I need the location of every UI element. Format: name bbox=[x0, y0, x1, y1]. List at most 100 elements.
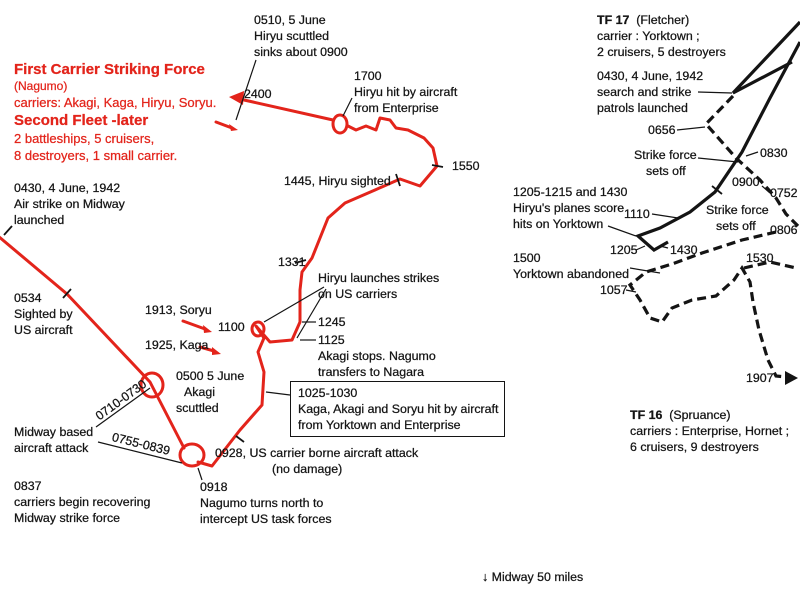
event-text: Yorktown abandoned bbox=[513, 267, 629, 281]
event-time: 1700 bbox=[354, 69, 382, 83]
hiryu-hit-label: 1700 Hiryu hit by aircraft from Enterpri… bbox=[354, 68, 458, 116]
second-fleet-title: Second Fleet -later bbox=[14, 112, 149, 129]
event-text: Akagi bbox=[184, 385, 215, 399]
force-commander: (Nagumo) bbox=[14, 79, 68, 93]
event-text: Midway based bbox=[14, 425, 94, 439]
label-connectors-us bbox=[607, 91, 771, 293]
tf17-composition: 2 cruisers, 5 destroyers bbox=[597, 45, 726, 59]
track-loop bbox=[250, 320, 266, 338]
japanese-force-track bbox=[0, 91, 439, 468]
tf17-strike-label: Strike force sets off bbox=[634, 147, 697, 179]
track-loop bbox=[178, 442, 206, 468]
event-time: 0918 bbox=[200, 480, 228, 494]
carriers-hit-callout-box bbox=[290, 381, 505, 437]
tf16-name: TF 16 bbox=[630, 408, 663, 422]
event-text: Strike force bbox=[706, 203, 769, 217]
event-text: 0928, US carrier borne aircraft attack bbox=[215, 446, 419, 460]
down-arrow-icon: ↓ bbox=[482, 570, 489, 584]
event-text: patrols launched bbox=[597, 101, 688, 115]
midway-strike-label: 0430, 4 June, 1942 Air strike on Midway … bbox=[14, 180, 125, 228]
event-time: 1025-1030 bbox=[298, 386, 358, 400]
yorktown-abandoned-label: 1500 Yorktown abandoned bbox=[513, 250, 629, 282]
event-text: on US carriers bbox=[318, 287, 398, 301]
time-label: 1430 bbox=[670, 243, 698, 257]
track-ticks bbox=[3, 164, 444, 443]
akagi-scuttled-label: 0500 5 June Akagi scuttled bbox=[176, 368, 244, 416]
time-label: 1550 bbox=[452, 159, 480, 173]
event-text: Hiryu's planes score bbox=[513, 201, 625, 215]
event-time: 0510, 5 June bbox=[254, 13, 326, 27]
tf16-legend: TF 16 (Spruance) carriers : Enterprise, … bbox=[630, 407, 789, 455]
event-text: hits on Yorktown bbox=[513, 217, 604, 231]
event-text: Kaga, Akagi and Soryu hit by aircraft bbox=[298, 402, 499, 416]
time-label: 1110 bbox=[624, 207, 650, 221]
tf17-legend: TF 17 (Fletcher) carrier : Yorktown ; 2 … bbox=[597, 12, 726, 60]
sinking-arrow bbox=[212, 347, 221, 355]
event-text: Nagumo turns north to bbox=[200, 496, 324, 510]
event-text: US aircraft bbox=[14, 323, 73, 337]
event-text: Midway strike force bbox=[14, 511, 121, 525]
us-carrier-attack-label: 0928, US carrier borne aircraft attack (… bbox=[215, 445, 418, 477]
recovering-label: 0837 carriers begin recovering Midway st… bbox=[14, 478, 151, 526]
force-carriers: carriers: Akagi, Kaga, Hiryu, Soryu. bbox=[14, 95, 217, 110]
time-label: 2400 bbox=[244, 87, 272, 101]
event-text: sets off bbox=[646, 164, 686, 178]
midway-attack-label: Midway based aircraft attack bbox=[14, 424, 93, 456]
carriers-hit-label: 1025-1030 Kaga, Akagi and Soryu hit by a… bbox=[298, 385, 499, 433]
yorktown-hits-label: 1205-1215 and 1430 Hiryu's planes score … bbox=[513, 184, 628, 232]
midway-distance-text: Midway 50 miles bbox=[491, 570, 584, 584]
midway-direction-note: ↓ Midway 50 miles bbox=[482, 569, 584, 585]
event-text: Hiryu launches strikes bbox=[318, 271, 440, 285]
second-fleet-composition: 2 battleships, 5 cruisers, bbox=[14, 131, 155, 146]
time-label: 0656 bbox=[648, 123, 676, 137]
event-text: Akagi stops. Nagumo bbox=[318, 349, 436, 363]
tf16-composition: carriers : Enterprise, Hornet ; bbox=[630, 424, 790, 438]
event-text: Hiryu scuttled bbox=[254, 29, 330, 43]
sighted-label: 0534 Sighted by US aircraft bbox=[14, 290, 73, 338]
event-text: carriers begin recovering bbox=[14, 495, 151, 509]
tf16-composition: 6 cruisers, 9 destroyers bbox=[630, 440, 759, 454]
event-time: 0430, 4 June, 1942 bbox=[597, 69, 704, 83]
event-text: intercept US task forces bbox=[200, 512, 332, 526]
event-text: Air strike on Midway bbox=[14, 197, 125, 211]
tf16-strike-label: Strike force sets off bbox=[706, 202, 769, 234]
time-label: 1530 bbox=[746, 251, 774, 265]
time-label: 1205 bbox=[610, 243, 638, 257]
time-label: 0830 bbox=[760, 146, 788, 160]
event-text: aircraft attack bbox=[14, 441, 89, 455]
time-label: 1331 bbox=[278, 255, 306, 269]
patrols-label: 0430, 4 June, 1942 search and strike pat… bbox=[597, 68, 703, 116]
time-label: 0752 bbox=[770, 186, 798, 200]
sinking-arrow bbox=[203, 325, 212, 333]
event-text: from Enterprise bbox=[354, 101, 439, 115]
event-time: 1205-1215 and 1430 bbox=[513, 185, 628, 199]
track-arrowhead bbox=[785, 371, 798, 385]
event-text: sets off bbox=[716, 219, 756, 233]
track-loop bbox=[139, 371, 165, 399]
track-arrowhead bbox=[229, 91, 244, 105]
tf17-track bbox=[634, 20, 800, 252]
tf17-composition: carrier : Yorktown ; bbox=[597, 29, 700, 43]
sinking-arrow bbox=[229, 124, 238, 131]
track-loop bbox=[331, 113, 349, 135]
event-text: Sighted by bbox=[14, 307, 73, 321]
hiryu-sighted-label: 1445, Hiryu sighted bbox=[284, 174, 391, 188]
event-text: launched bbox=[14, 213, 65, 227]
kaga-sinks-label: 1925, Kaga bbox=[145, 338, 209, 352]
japanese-force-legend: First Carrier Striking Force (Nagumo) ca… bbox=[14, 61, 217, 164]
tf16-track bbox=[627, 94, 800, 385]
time-label: 1907 bbox=[746, 371, 774, 385]
event-text: from Yorktown and Enterprise bbox=[298, 418, 461, 432]
event-text: search and strike bbox=[597, 85, 692, 99]
time-label: 1100 bbox=[218, 320, 245, 334]
event-time: 0534 bbox=[14, 291, 42, 305]
event-time: 1500 bbox=[513, 251, 541, 265]
event-time: 1125 bbox=[318, 333, 345, 347]
event-text: transfers to Nagara bbox=[318, 365, 425, 379]
time-label: 0900 bbox=[732, 175, 760, 189]
event-text: sinks about 0900 bbox=[254, 45, 348, 59]
event-text: (no damage) bbox=[272, 462, 343, 476]
nagumo-turns-label: 0918 Nagumo turns north to intercept US … bbox=[200, 479, 332, 527]
second-fleet-composition: 8 destroyers, 1 small carrier. bbox=[14, 148, 178, 163]
event-time: 0500 5 June bbox=[176, 369, 245, 383]
